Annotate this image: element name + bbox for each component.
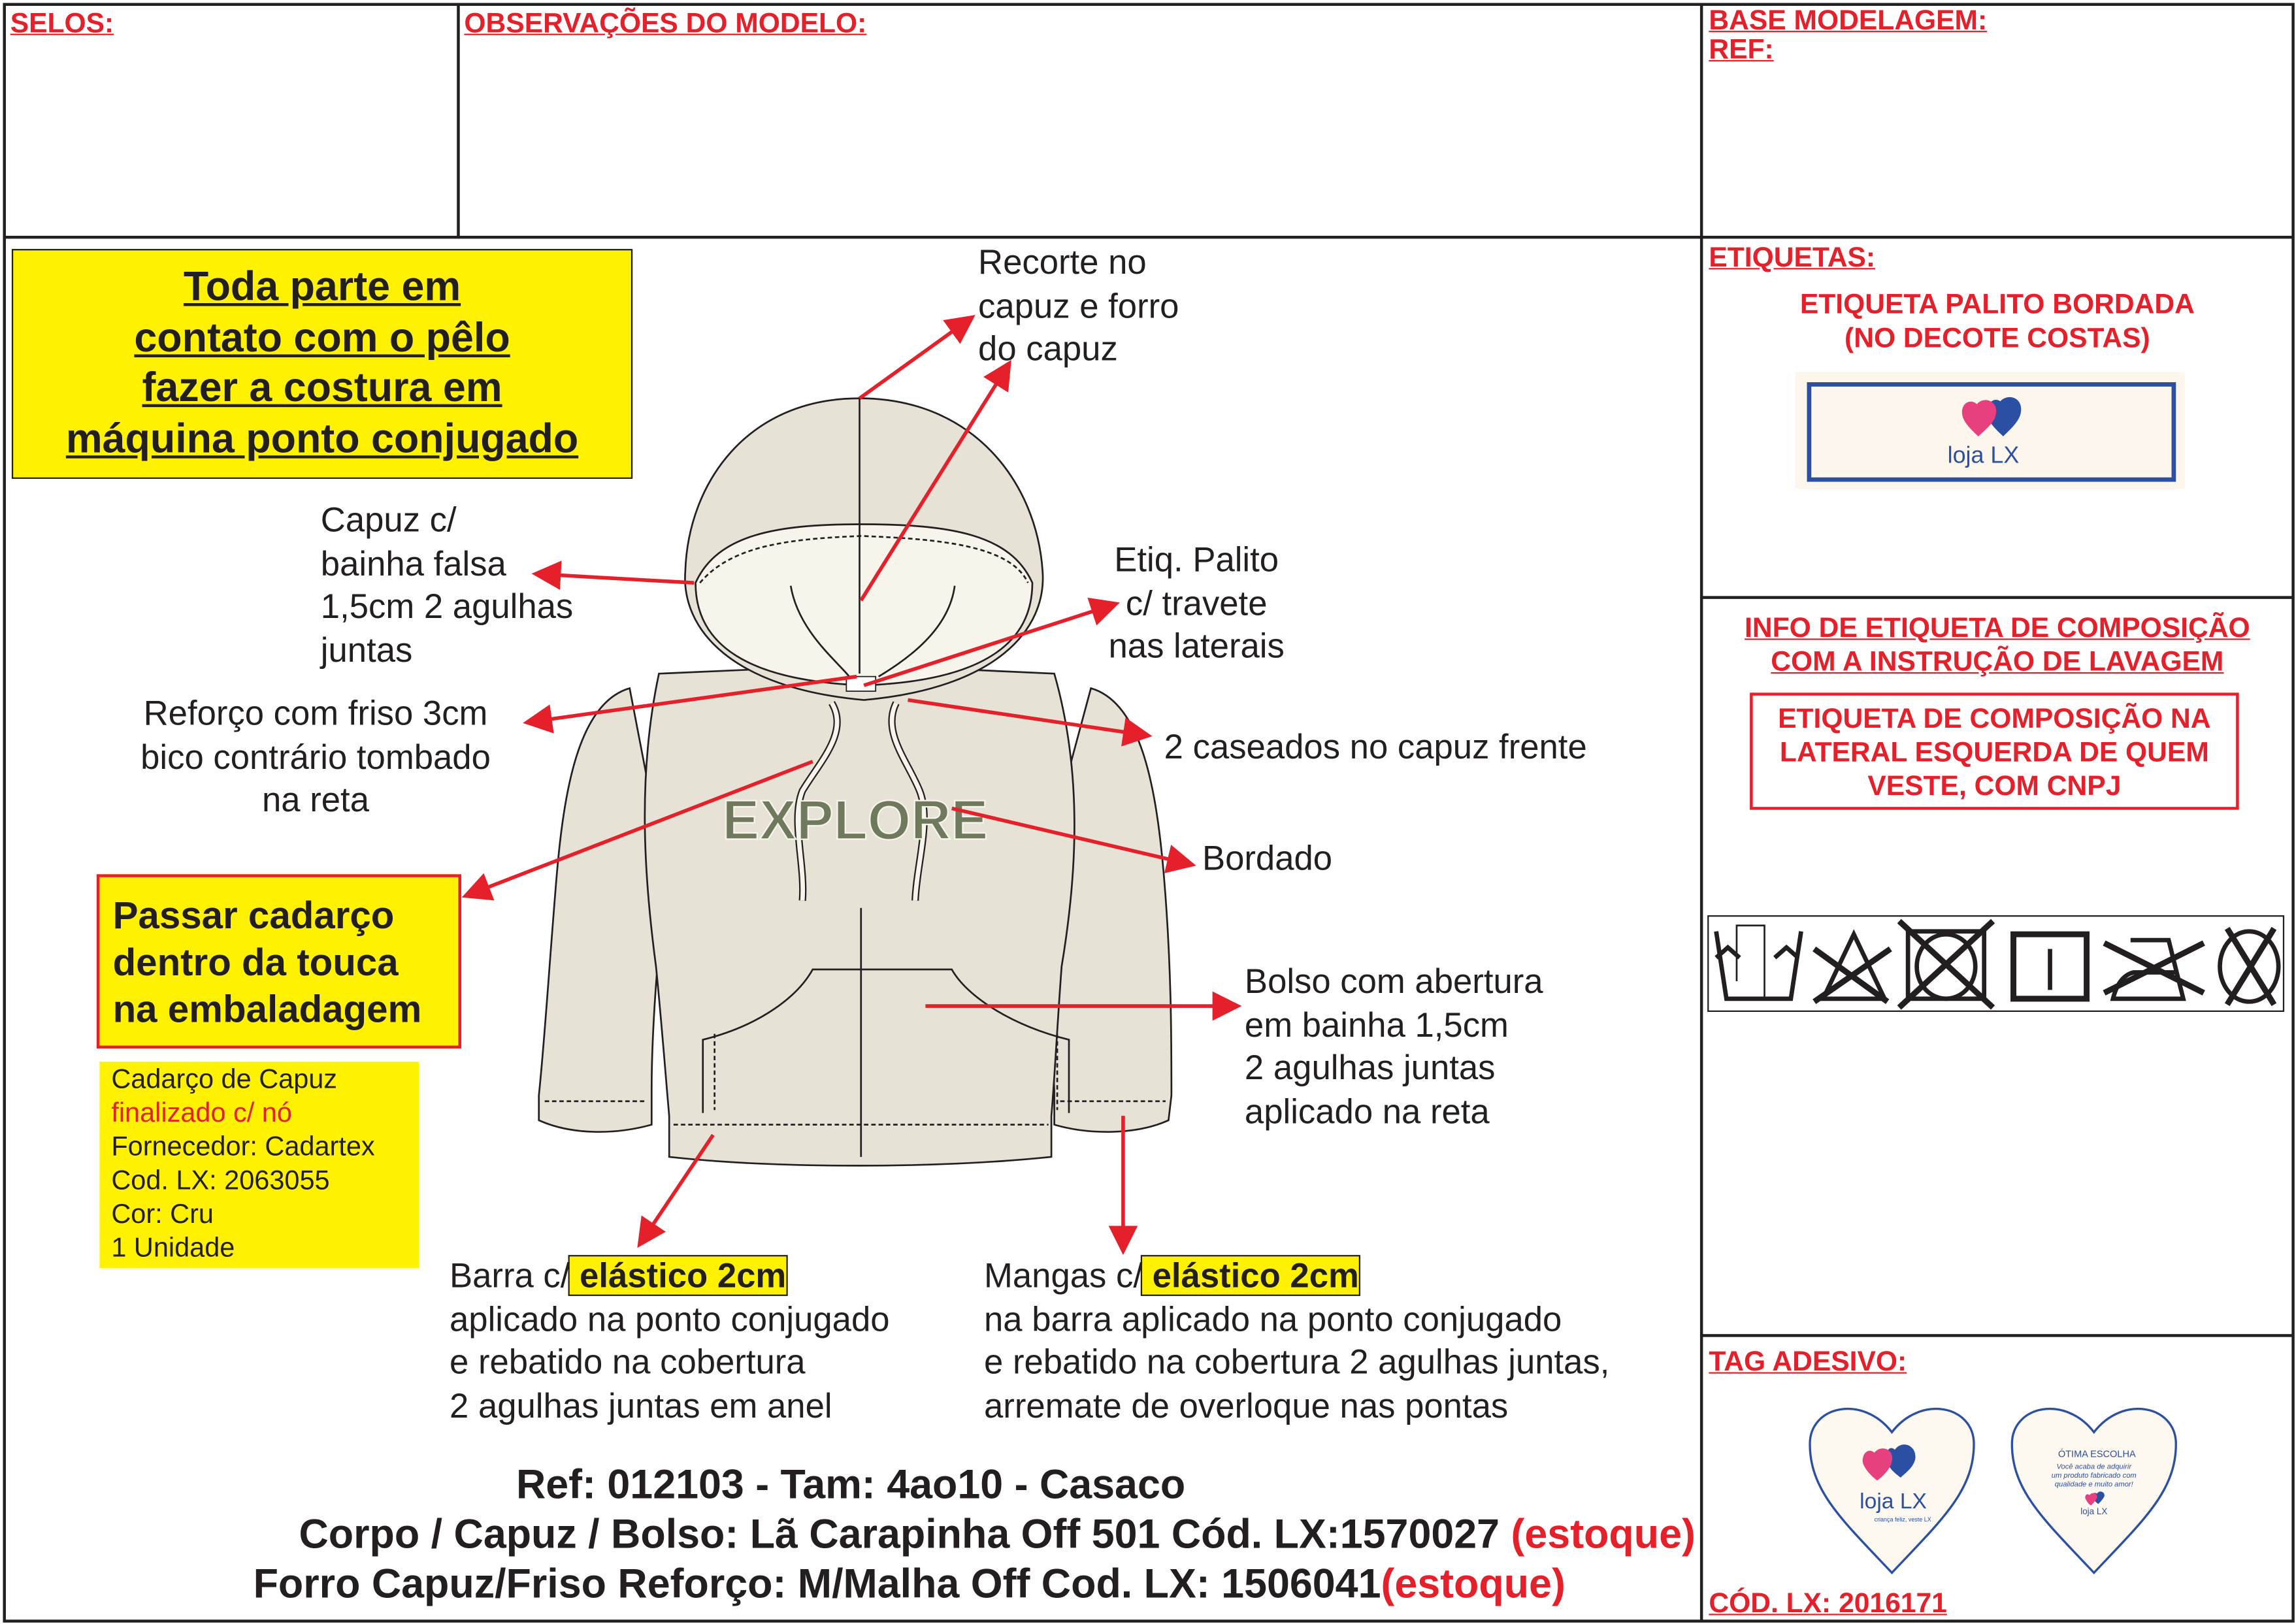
- observacoes-header: OBSERVAÇÕES DO MODELO:: [464, 8, 867, 40]
- footer-corpo: Corpo / Capuz / Bolso: Lã Carapinha Off …: [146, 1511, 1848, 1558]
- annotation-arrows: [461, 315, 1242, 1256]
- loja-lx-logo: loja LX: [1948, 397, 2022, 468]
- packaging-box: Passar cadarço dentro da touca na embala…: [96, 874, 461, 1049]
- hand-wash-icon: [1714, 924, 1803, 1001]
- tag-adesivo-header: TAG ADESIVO:: [1709, 1347, 1907, 1378]
- cadarco-line: Fornecedor: Cadartex: [111, 1130, 375, 1161]
- tag-back-line: Você acaba de adquirir: [2056, 1463, 2132, 1470]
- care-symbols-box: [1707, 915, 2285, 1013]
- barra-highlight: elástico 2cm: [568, 1255, 788, 1296]
- explore-embroidery: EXPLORE: [722, 789, 988, 851]
- annotation-recorte: Recorte no capuz e forro do capuz: [978, 243, 1179, 368]
- tag-back-logo: loja LX: [2080, 1506, 2107, 1516]
- pocket: [702, 968, 1070, 1113]
- barra-rest: aplicado na ponto conjugado e rebatido n…: [450, 1299, 890, 1425]
- annotation-bolso: Bolso com abertura em bainha 1,5cm 2 agu…: [1244, 962, 1543, 1130]
- divider: [1701, 1334, 2293, 1337]
- hood-lining: [695, 523, 1034, 687]
- cod-lx-label: CÓD. LX:: [1709, 1589, 1839, 1620]
- composicao-line: ETIQUETA DE COMPOSIÇÃO NA: [1778, 704, 2211, 736]
- svg-text:loja LX: loja LX: [1948, 442, 2020, 468]
- barra-prefix: Barra c/: [450, 1256, 570, 1295]
- label-tag: [845, 675, 877, 692]
- cod-lx-value: 2016171: [1839, 1589, 1947, 1620]
- annotation-etiq-palito: Etiq. Palito c/ travete nas laterais: [1108, 540, 1285, 665]
- cadarco-line: finalizado c/ nó: [111, 1097, 292, 1128]
- tag-front-logo: loja LX: [1860, 1489, 1927, 1514]
- footer-forro: Forro Capuz/Friso Reforço: M/Malha Off C…: [59, 1561, 1760, 1608]
- do-not-tumble-dry-icon: [1897, 918, 1995, 1010]
- annotation-barra: Barra c/ elástico 2cm aplicado na ponto …: [450, 1255, 890, 1428]
- annotation-mangas: Mangas c/ elástico 2cm na barra aplicado…: [984, 1255, 1609, 1428]
- cadarco-line: Cadarço de Capuz: [111, 1063, 338, 1094]
- divider: [3, 235, 2293, 239]
- base-modelagem-header: BASE MODELAGEM:: [1709, 5, 1988, 37]
- composicao-box: ETIQUETA DE COMPOSIÇÃO NA LATERAL ESQUER…: [1750, 692, 2239, 810]
- etiqueta-description: ETIQUETA PALITO BORDADA (NO DECOTE COSTA…: [1701, 289, 2293, 356]
- label-border: [1807, 382, 2176, 482]
- etiqueta-line: (NO DECOTE COSTAS): [1845, 323, 2150, 355]
- footer-corpo-status: (estoque): [1511, 1511, 1696, 1557]
- warning-line: fazer a costura em: [142, 365, 502, 410]
- cadarco-line: 1 Unidade: [111, 1231, 235, 1263]
- packaging-line: na embaladagem: [112, 986, 422, 1031]
- divider: [1699, 3, 1703, 1621]
- mangas-highlight: elástico 2cm: [1141, 1255, 1361, 1296]
- header-line: INFO DE ETIQUETA DE COMPOSIÇÃO: [1745, 613, 2250, 645]
- annotation-bordado: Bordado: [1202, 839, 1333, 877]
- etiqueta-label-image: loja LX: [1795, 372, 2185, 489]
- tag-back-title: ÓTIMA ESCOLHA: [2058, 1448, 2136, 1459]
- tag-front-slogan: criança feliz, veste LX: [1875, 1516, 1931, 1523]
- tag-back-line: qualidade e muito amor!: [2055, 1480, 2133, 1488]
- etiquetas-header: ETIQUETAS:: [1709, 243, 1876, 274]
- selos-header: SELOS:: [10, 8, 114, 40]
- warning-line: máquina ponto conjugado: [65, 415, 579, 461]
- warning-box: Toda parte em contato com o pêlo fazer a…: [11, 249, 633, 479]
- cadarco-box: Cadarço de Capuz finalizado c/ nó Fornec…: [99, 1062, 419, 1269]
- divider: [1701, 596, 2293, 599]
- tag-adesivo-hearts: loja LX criança feliz, veste LX ÓTIMA ES…: [1809, 1408, 2177, 1575]
- ref-header: REF:: [1709, 35, 1774, 66]
- mangas-rest: na barra aplicado na ponto conjugado e r…: [984, 1299, 1610, 1425]
- do-not-bleach-icon: [1812, 929, 1892, 1005]
- info-composicao-header: INFO DE ETIQUETA DE COMPOSIÇÃO COM A INS…: [1701, 612, 2293, 679]
- footer-forro-status: (estoque): [1381, 1561, 1566, 1607]
- body: [644, 665, 1075, 1167]
- tag-front-heart: loja LX criança feliz, veste LX: [1809, 1408, 1975, 1575]
- footer-corpo-text: Corpo / Capuz / Bolso: Lã Carapinha Off …: [299, 1511, 1511, 1557]
- line-dry-icon: [2010, 931, 2090, 1002]
- do-not-dry-clean-icon: [2218, 926, 2281, 1007]
- hoodie-flat-sketch: EXPLORE: [461, 315, 1242, 1256]
- annotation-caseados: 2 caseados no capuz frente: [1164, 728, 1587, 766]
- mangas-prefix: Mangas c/: [984, 1256, 1143, 1295]
- outer-frame: [3, 3, 2295, 1623]
- packaging-line: Passar cadarço: [112, 893, 395, 937]
- cadarco-line: Cor: Cru: [111, 1197, 214, 1229]
- left-sleeve: [538, 687, 668, 1133]
- warning-line: contato com o pêlo: [134, 314, 510, 360]
- composicao-line: LATERAL ESQUERDA DE QUEM: [1779, 738, 2209, 769]
- tag-back-line: um produto fabricado com: [2052, 1472, 2137, 1480]
- cadarco-line: Cod. LX: 2063055: [111, 1164, 330, 1195]
- footer-ref: Ref: 012103 - Tam: 4ao10 - Casaco: [516, 1461, 1186, 1507]
- etiqueta-line: ETIQUETA PALITO BORDADA: [1799, 289, 2195, 321]
- header-line: COM A INSTRUÇÃO DE LAVAGEM: [1771, 647, 2224, 678]
- footer-forro-text: Forro Capuz/Friso Reforço: M/Malha Off C…: [253, 1561, 1381, 1607]
- annotation-reforco: Reforço com friso 3cm bico contrário tom…: [140, 694, 491, 819]
- annotation-capuz: Capuz c/ bainha falsa 1,5cm 2 agulhas ju…: [320, 500, 574, 669]
- composicao-line: VESTE, COM CNPJ: [1867, 771, 2122, 803]
- do-not-iron-icon: [2103, 937, 2205, 1001]
- packaging-line: dentro da touca: [112, 940, 399, 984]
- warning-line: Toda parte em: [183, 263, 461, 309]
- tag-back-heart: ÓTIMA ESCOLHA Você acaba de adquirir um …: [2010, 1408, 2177, 1575]
- cod-lx-tag: CÓD. LX: 2016171: [1709, 1589, 1947, 1620]
- divider: [457, 3, 460, 238]
